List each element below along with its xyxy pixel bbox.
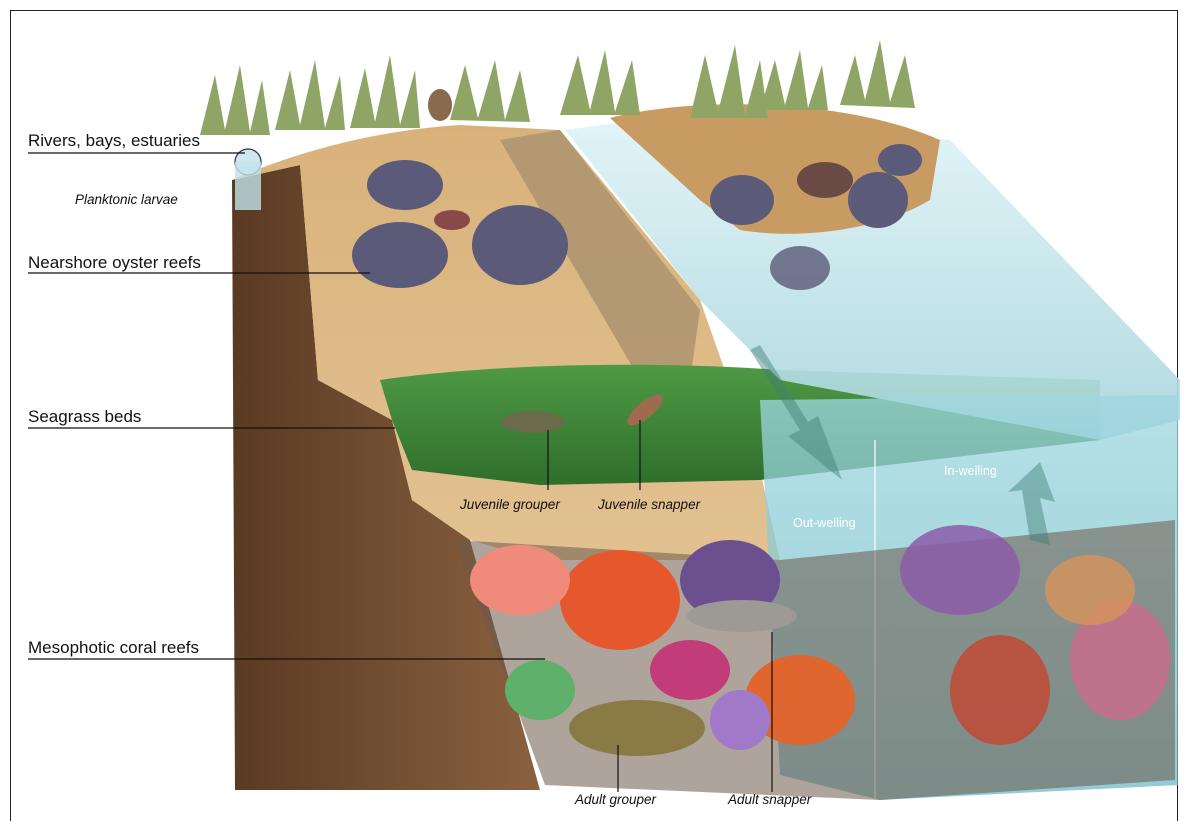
label-juvenile-grouper: Juvenile grouper bbox=[460, 497, 560, 512]
label-planktonic-larvae: Planktonic larvae bbox=[75, 192, 178, 207]
oyster-cluster bbox=[848, 172, 908, 228]
grass-tuft bbox=[760, 50, 828, 110]
adult-snapper-fish bbox=[687, 600, 797, 632]
coral-tan bbox=[1045, 555, 1135, 625]
plankton-tube bbox=[235, 162, 261, 210]
oyster-cluster bbox=[352, 222, 448, 288]
label-mesophotic-coral-reefs: Mesophotic coral reefs bbox=[28, 638, 199, 658]
rail-bird bbox=[428, 89, 452, 121]
adult-grouper-fish bbox=[569, 700, 705, 756]
label-adult-snapper: Adult snapper bbox=[728, 792, 811, 807]
oyster-cluster bbox=[710, 175, 774, 225]
coral-red bbox=[950, 635, 1050, 745]
label-juvenile-snapper: Juvenile snapper bbox=[598, 497, 700, 512]
coral-lilac bbox=[710, 690, 770, 750]
juvenile-grouper-fish bbox=[501, 411, 565, 433]
grass-tuft bbox=[200, 65, 270, 135]
label-adult-grouper: Adult grouper bbox=[575, 792, 656, 807]
grass-tuft bbox=[690, 45, 768, 118]
oyster-cluster bbox=[472, 205, 568, 285]
grass-tuft bbox=[840, 40, 915, 108]
label-in-welling: In-welling bbox=[944, 464, 997, 478]
coral-green bbox=[505, 660, 575, 720]
grass-tuft bbox=[350, 55, 420, 128]
heron-bird bbox=[797, 162, 853, 198]
coral-orange bbox=[560, 550, 680, 650]
coral-violet bbox=[900, 525, 1020, 615]
grass-tuft bbox=[450, 60, 530, 122]
label-rivers-bays-estuaries: Rivers, bays, estuaries bbox=[28, 131, 200, 151]
label-seagrass-beds: Seagrass beds bbox=[28, 407, 141, 427]
label-nearshore-oyster-reefs: Nearshore oyster reefs bbox=[28, 253, 201, 273]
crab bbox=[434, 210, 470, 230]
grass-tuft bbox=[560, 50, 640, 115]
grass-tuft bbox=[275, 60, 345, 130]
oyster-cluster bbox=[878, 144, 922, 176]
oyster-cluster bbox=[770, 246, 830, 290]
label-out-welling: Out-welling bbox=[793, 516, 856, 530]
coral-pink bbox=[470, 545, 570, 615]
coral-magenta bbox=[650, 640, 730, 700]
oyster-cluster bbox=[367, 160, 443, 210]
